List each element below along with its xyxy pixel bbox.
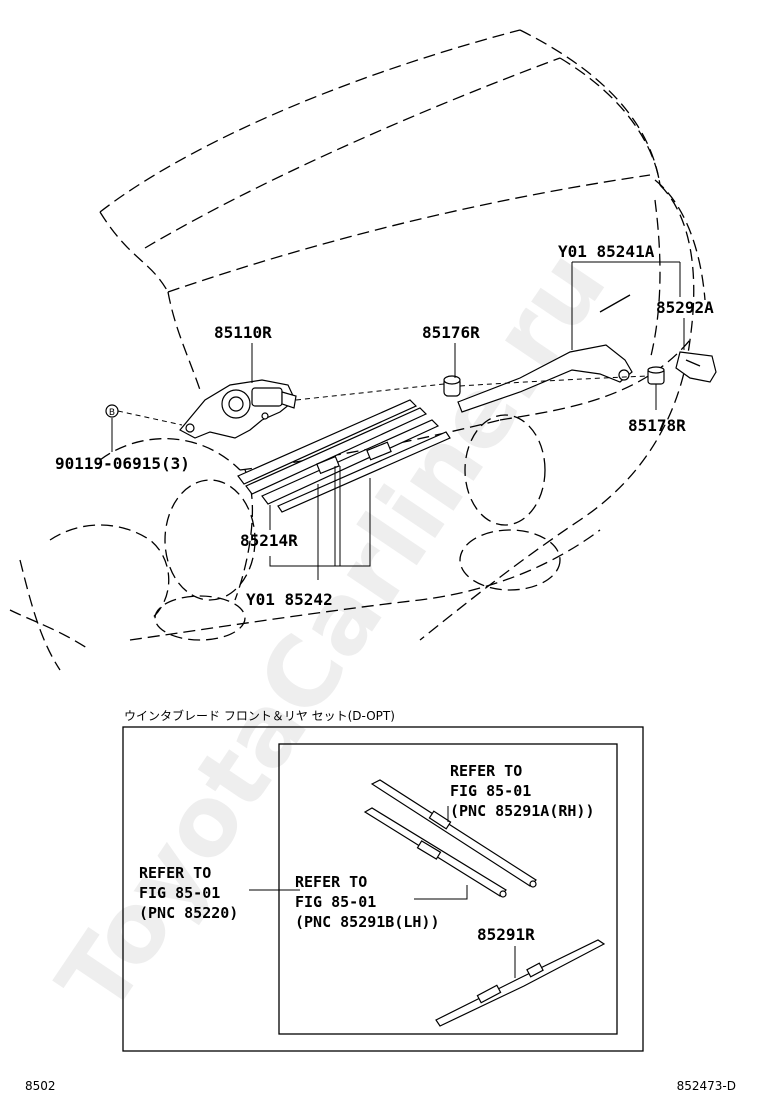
label-85110r: 85110R [214, 323, 272, 342]
label-85292a: 85292A [656, 298, 714, 317]
label-90119-06915: 90119-06915(3) [55, 454, 190, 473]
wiper-blade-85242 [237, 399, 451, 513]
ref-rh-line3: (PNC 85291A(RH)) [450, 802, 595, 820]
assembly-line-motor-nut [295, 383, 445, 401]
label-85214r: 85214R [240, 531, 298, 550]
assembly-line-nut-cap [459, 375, 649, 387]
cap-85178r [647, 366, 665, 385]
wiper-motor-85110r [179, 379, 297, 439]
ref-front-line3: (PNC 85220) [139, 904, 238, 922]
bolt-90119: B [105, 404, 119, 418]
footer-left: 8502 [25, 1079, 56, 1093]
rear-blade-85291r [435, 939, 606, 1027]
front-blade-rh [370, 779, 537, 888]
label-y01-85242: Y01 85242 [246, 590, 333, 609]
assembly-line-bolt [117, 410, 183, 426]
bolt-symbol: B [109, 408, 115, 418]
ref-lh-line2: FIG 85-01 [295, 893, 376, 911]
nut-85176r [443, 375, 461, 397]
ref-lh-line3: (PNC 85291B(LH)) [295, 913, 440, 931]
kit-inner-frame [278, 743, 618, 1035]
front-blade-lh [363, 807, 507, 898]
leader-lines [111, 261, 685, 580]
kit-outer-frame [122, 726, 644, 1052]
label-85176r: 85176R [422, 323, 480, 342]
label-85291r: 85291R [477, 925, 535, 944]
ref-front-line1: REFER TO [139, 864, 211, 882]
kit-leader-lines [249, 806, 516, 978]
footer-right: 852473-D [677, 1079, 736, 1093]
cover-85292a [675, 351, 717, 383]
label-y01-85241a: Y01 85241A [558, 242, 655, 261]
ref-lh-line1: REFER TO [295, 873, 367, 891]
label-85178r: 85178R [628, 416, 686, 435]
vehicle-body-outline [9, 29, 706, 671]
ref-rh-line2: FIG 85-01 [450, 782, 531, 800]
ref-rh-line1: REFER TO [450, 762, 522, 780]
kit-title: ウインタブレード フロント＆リヤ セット(D-OPT) [124, 708, 395, 723]
ref-front-line2: FIG 85-01 [139, 884, 220, 902]
